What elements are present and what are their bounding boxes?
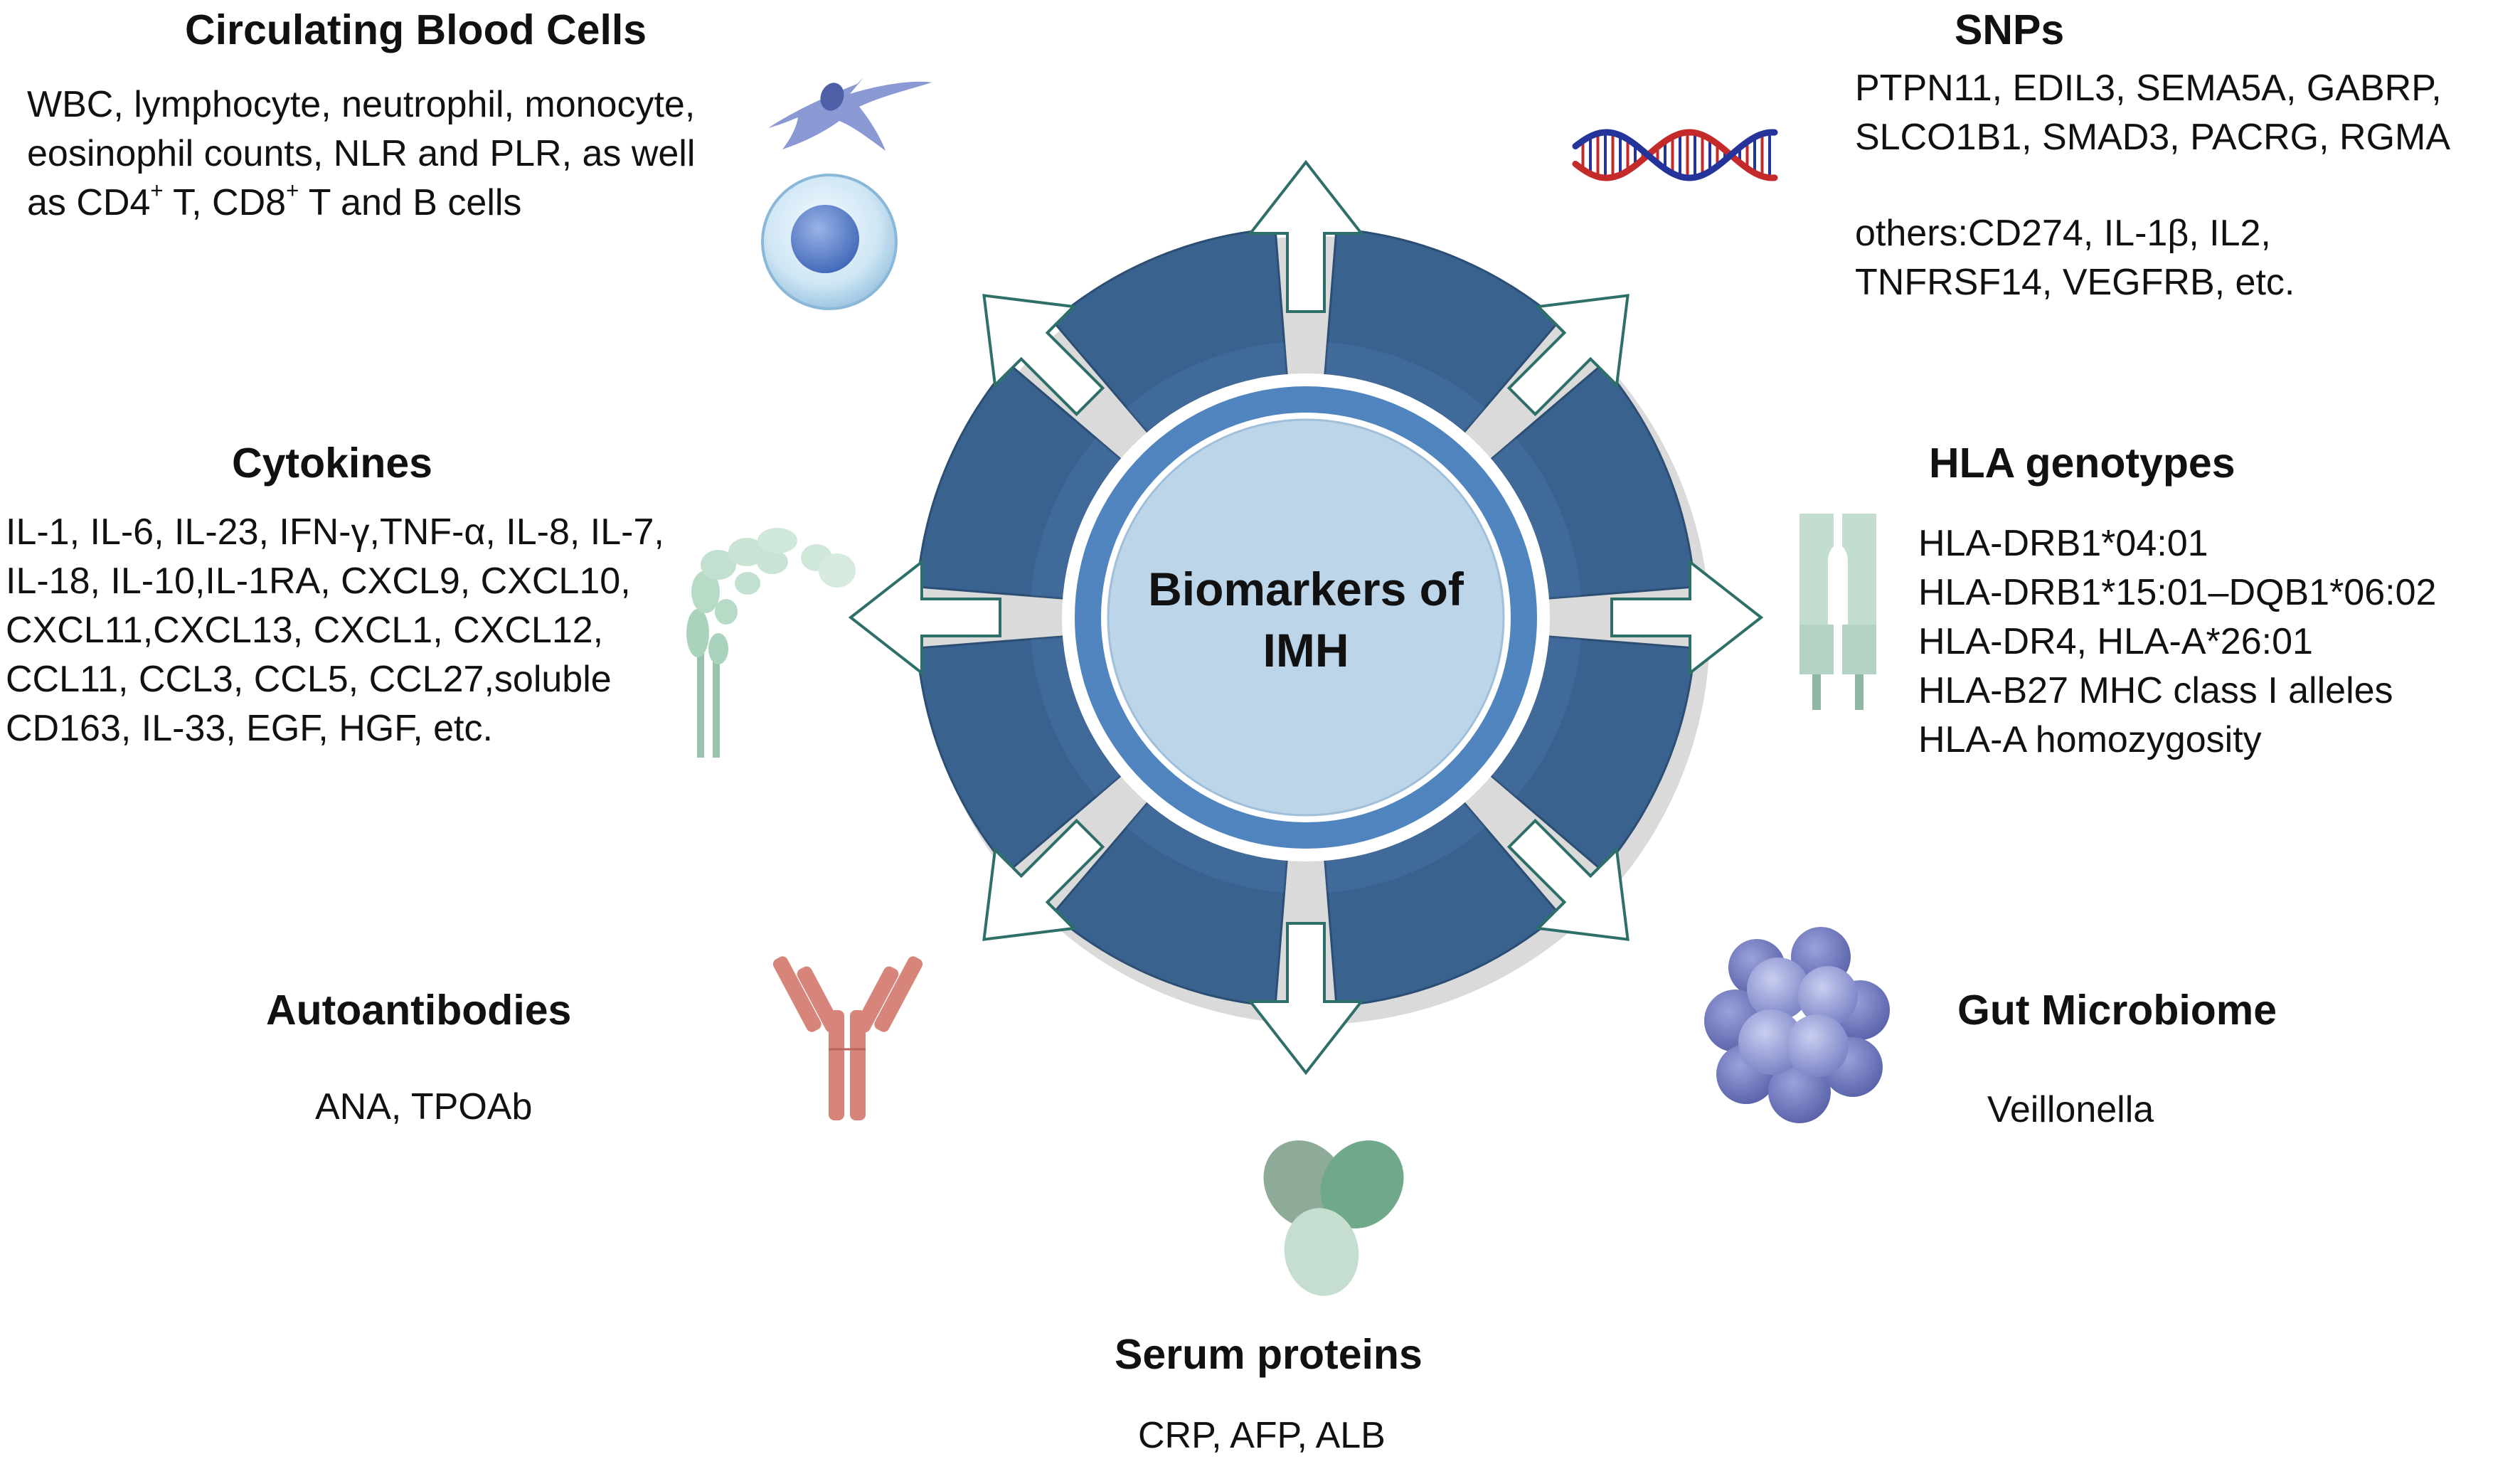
circulating-cells-text: WBC, lymphocyte, neutrophil, monocyte, e… — [27, 80, 703, 228]
autoantibodies-text: ANA, TPOAb — [315, 1086, 533, 1128]
central-wheel — [848, 159, 1764, 1076]
snps-others-line: TNFRSF14, VEGFRB, etc. — [1855, 262, 2295, 303]
gut-microbiome-text: Veillonella — [1987, 1089, 2154, 1130]
dna-strand — [1572, 129, 1778, 181]
center-label-line2: IMH — [1262, 624, 1349, 677]
circulating-cells-text-b: T, CD8 — [163, 182, 287, 223]
center-label-line1: Biomarkers of — [1148, 563, 1464, 615]
circulating-cells-title: Circulating Blood Cells — [185, 6, 647, 53]
dna-strand — [1572, 129, 1778, 181]
hla-line: HLA-DRB1*04:01 — [1918, 523, 2208, 564]
hla-line: HLA-DRB1*15:01–DQB1*06:02 — [1918, 572, 2437, 613]
snps-line: PTPN11, EDIL3, SEMA5A, GABRP, — [1855, 68, 2442, 109]
wheel-segment-bevel — [1324, 342, 1485, 433]
snps-line: SLCO1B1, SMAD3, PACRG, RGMA — [1855, 117, 2451, 158]
cd8-superscript: + — [286, 178, 299, 203]
wheel-core — [1107, 418, 1505, 817]
wheel-segment-bevel — [1491, 636, 1581, 797]
wheel-segment-bevel — [1031, 636, 1121, 797]
bacteria-cluster-icon — [1704, 927, 1890, 1123]
center-label: Biomarkers of IMH — [1092, 558, 1519, 681]
wheel-segment-bevel — [1031, 438, 1121, 599]
wheel-arrow — [1610, 558, 1764, 677]
circulating-cells-block: Circulating Blood Cells — [185, 7, 647, 53]
wheel-arrow — [1247, 922, 1365, 1076]
hla-line: HLA-A homozygosity — [1918, 719, 2262, 760]
circulating-cells-text-a: WBC, lymphocyte, neutrophil, monocyte, e… — [27, 84, 696, 223]
hla-list: HLA-DRB1*04:01 HLA-DRB1*15:01–DQB1*06:02… — [1918, 519, 2436, 765]
snps-list: PTPN11, EDIL3, SEMA5A, GABRP, SLCO1B1, S… — [1855, 64, 2450, 162]
lymphocyte-cell-icon — [761, 174, 898, 310]
cytokine-receptor-icon — [686, 528, 856, 758]
protein-globules-icon — [1263, 1140, 1404, 1296]
wheel-arrow — [1506, 818, 1630, 941]
wheel-arrow — [1506, 294, 1630, 417]
cytokines-text: IL-1, IL-6, IL-23, IFN-γ,TNF-α, IL-8, IL… — [6, 511, 664, 749]
wheel-arrow — [982, 294, 1105, 417]
wheel-arrow — [848, 558, 1001, 677]
cd4-superscript: + — [150, 178, 164, 203]
hla-receptor-icon — [1799, 514, 1876, 710]
gut-microbiome-title: Gut Microbiome — [1957, 987, 2277, 1034]
hla-line: HLA-DR4, HLA-A*26:01 — [1918, 621, 2313, 662]
autoantibodies-title: Autoantibodies — [266, 987, 572, 1034]
wheel-segment-bevel — [1324, 802, 1485, 893]
dendritic-cell-icon — [768, 77, 932, 151]
serum-proteins-title: Serum proteins — [1115, 1331, 1423, 1378]
wheel-arrow — [1247, 159, 1365, 313]
snps-others-line: others:CD274, IL-1β, IL2, — [1855, 213, 2271, 254]
hla-title: HLA genotypes — [1929, 440, 2235, 487]
dna-helix-icon — [1572, 129, 1778, 181]
snps-title: SNPs — [1955, 6, 2065, 53]
hla-line: HLA-B27 MHC class I alleles — [1918, 670, 2393, 711]
wheel-segment-bevel — [1127, 342, 1287, 433]
wheel-segment-bevel — [1491, 438, 1581, 599]
antibody-icon — [772, 956, 923, 1120]
cytokines-title: Cytokines — [232, 440, 432, 487]
wheel-segment-bevel — [1127, 802, 1287, 893]
wheel-arrow — [982, 818, 1105, 941]
circulating-cells-text-c: T and B cells — [299, 182, 522, 223]
serum-proteins-text: CRP, AFP, ALB — [1138, 1415, 1386, 1456]
snps-others: others:CD274, IL-1β, IL2, TNFRSF14, VEGF… — [1855, 209, 2295, 307]
